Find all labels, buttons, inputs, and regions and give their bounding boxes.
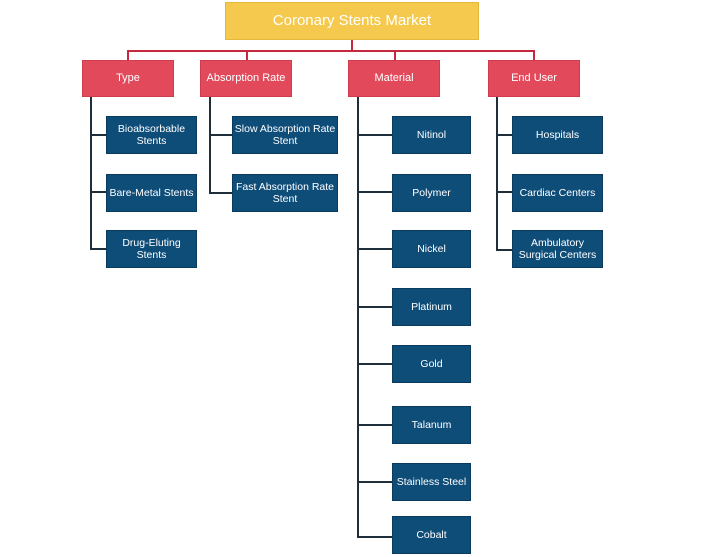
type-item: Drug-Eluting Stents <box>106 230 197 268</box>
type-item: Bioabsorbable Stents <box>106 116 197 154</box>
material-item: Polymer <box>392 174 471 212</box>
enduser-item: Ambulatory Surgical Centers <box>512 230 603 268</box>
enduser-branch-line <box>496 97 498 251</box>
absorption-branch-tick <box>209 134 232 136</box>
type-item: Bare-Metal Stents <box>106 174 197 212</box>
absorption-item: Slow Absorption Rate Stent <box>232 116 338 154</box>
enduser-connector <box>533 50 535 60</box>
material-branch-tick <box>357 248 392 250</box>
category-material: Material <box>348 60 440 97</box>
type-connector <box>127 50 129 60</box>
category-end-user: End User <box>488 60 580 97</box>
type-branch-tick <box>90 134 106 136</box>
enduser-branch-tick <box>496 249 512 251</box>
material-branch-tick <box>357 191 392 193</box>
material-item: Stainless Steel <box>392 463 471 501</box>
category-absorption-rate: Absorption Rate <box>200 60 292 97</box>
root-node: Coronary Stents Market <box>225 2 479 40</box>
material-branch-tick <box>357 424 392 426</box>
material-item: Cobalt <box>392 516 471 554</box>
absorption-connector <box>246 50 248 60</box>
category-type: Type <box>82 60 174 97</box>
material-branch-tick <box>357 481 392 483</box>
enduser-branch-tick <box>496 134 512 136</box>
material-branch-line <box>357 97 359 538</box>
root-connector <box>351 40 353 52</box>
material-item: Platinum <box>392 288 471 326</box>
material-item: Gold <box>392 345 471 383</box>
enduser-item: Hospitals <box>512 116 603 154</box>
type-branch-line <box>90 97 92 250</box>
absorption-branch-line <box>209 97 211 194</box>
material-branch-tick <box>357 363 392 365</box>
material-item: Nitinol <box>392 116 471 154</box>
enduser-branch-tick <box>496 191 512 193</box>
material-item: Talanum <box>392 406 471 444</box>
absorption-branch-tick <box>209 192 232 194</box>
material-item: Nickel <box>392 230 471 268</box>
material-connector <box>394 50 396 60</box>
category-bus <box>127 50 535 52</box>
type-branch-tick <box>90 191 106 193</box>
enduser-item: Cardiac Centers <box>512 174 603 212</box>
type-branch-tick <box>90 248 106 250</box>
material-branch-tick <box>357 536 392 538</box>
material-branch-tick <box>357 134 392 136</box>
absorption-item: Fast Absorption Rate Stent <box>232 174 338 212</box>
material-branch-tick <box>357 306 392 308</box>
